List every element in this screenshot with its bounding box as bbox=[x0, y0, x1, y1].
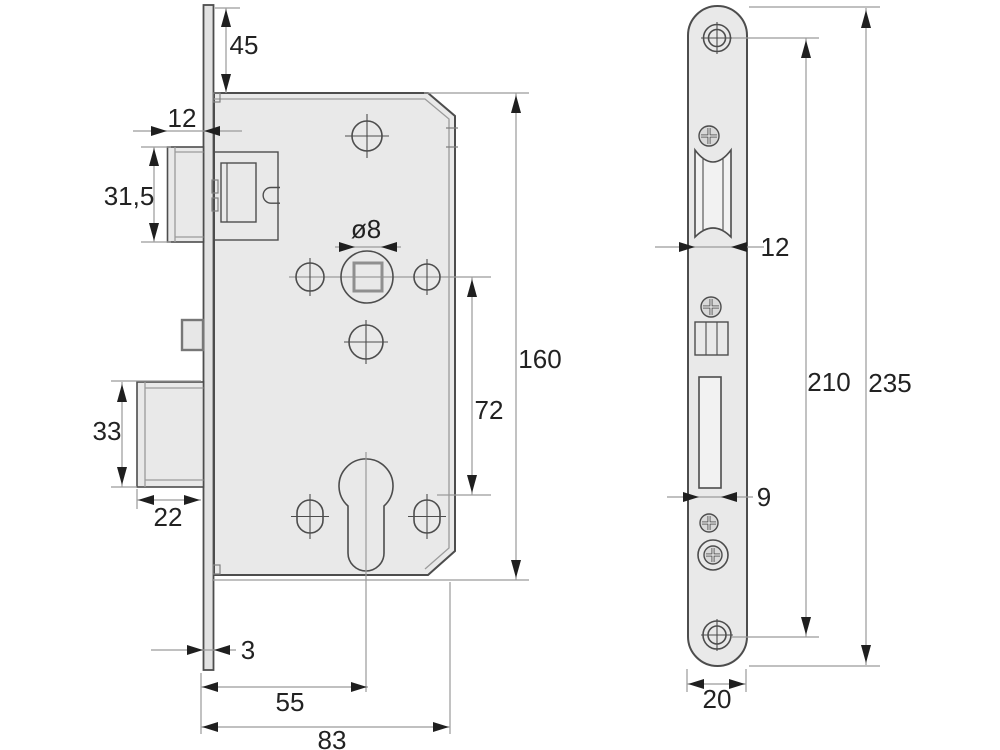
faceplate-edge bbox=[202, 4, 215, 671]
dim-follower-hole: ø8 bbox=[335, 214, 401, 252]
dim-case-depth-label: 83 bbox=[318, 725, 347, 750]
left-slot-crosshair bbox=[291, 494, 329, 539]
faceplate-bottom-screw-icon bbox=[701, 619, 733, 651]
dim-latch-height: 31,5 bbox=[104, 146, 171, 243]
latch-housing bbox=[213, 151, 279, 241]
dim-deadbolt-cutout-width-label: 9 bbox=[757, 482, 771, 512]
faceplate-tab-lower bbox=[211, 197, 219, 212]
dim-case-height: 160 bbox=[212, 92, 562, 581]
dim-deadbolt-throw: 22 bbox=[136, 489, 201, 532]
dim-faceplate-thickness: 3 bbox=[151, 635, 255, 665]
dim-latch-protrusion: 12 bbox=[133, 103, 242, 136]
dim-case-height-label: 160 bbox=[518, 344, 561, 374]
dim-faceplate-length: 235 bbox=[749, 6, 912, 667]
phillips-screw-2-icon bbox=[700, 296, 722, 318]
dim-centre-distance-label: 72 bbox=[475, 395, 504, 425]
dim-faceplate-width-label: 20 bbox=[703, 684, 732, 714]
lock-case-side-view bbox=[136, 4, 491, 692]
middle-hole-crosshair bbox=[344, 320, 388, 364]
phillips-screw-3-icon bbox=[699, 513, 719, 533]
deadbolt-bevels bbox=[144, 382, 204, 487]
adjustment-window bbox=[694, 321, 729, 356]
dim-deadbolt-throw-label: 22 bbox=[154, 502, 183, 532]
case-inner-edge bbox=[214, 98, 450, 570]
dim-deadbolt-height-label: 33 bbox=[93, 416, 122, 446]
dim-latch-height-label: 31,5 bbox=[104, 181, 155, 211]
dim-backset-label: 55 bbox=[276, 687, 305, 717]
latch-follower-box bbox=[220, 162, 257, 223]
top-screw-hole-crosshair bbox=[345, 114, 389, 158]
dim-deadbolt-height: 33 bbox=[93, 380, 201, 488]
edge-tick-marks bbox=[446, 127, 458, 148]
case-top-notch bbox=[212, 92, 221, 103]
dim-faceplate-thickness-label: 3 bbox=[241, 635, 255, 665]
latch-cutout-bevels bbox=[702, 159, 724, 230]
dim-follower-hole-label: ø8 bbox=[351, 214, 381, 244]
dim-top-offset-label: 45 bbox=[230, 30, 259, 60]
dim-screw-spacing: 210 bbox=[732, 37, 851, 638]
faceplate-front-view bbox=[687, 5, 748, 667]
dim-latch-cutout-width-label: 12 bbox=[761, 232, 790, 262]
right-slot-crosshair bbox=[408, 494, 446, 539]
dim-case-depth: 83 bbox=[201, 582, 451, 750]
deadbolt-cutout bbox=[698, 376, 722, 489]
dim-latch-protrusion-label: 12 bbox=[168, 103, 197, 133]
latch-cutout bbox=[694, 147, 732, 239]
latch-bolt-head bbox=[166, 146, 205, 243]
dim-screw-spacing-label: 210 bbox=[807, 367, 850, 397]
latch-spring-tab bbox=[262, 186, 280, 204]
dim-latch-cutout-width: 12 bbox=[655, 232, 789, 262]
square-spindle-icon bbox=[352, 261, 384, 293]
auxiliary-pin bbox=[180, 318, 205, 352]
faceplate-top-screw-crosshair bbox=[701, 22, 733, 54]
ring-screw-icon bbox=[697, 539, 729, 571]
dim-deadbolt-cutout-width: 9 bbox=[667, 482, 771, 512]
faceplate-tab-upper bbox=[211, 179, 219, 194]
phillips-screw-1-icon bbox=[698, 125, 720, 147]
left-view-dimensions: 45 12 31,5 ø8 72 bbox=[93, 7, 562, 750]
case-bottom-notch bbox=[212, 564, 221, 575]
follower-hole-icon bbox=[340, 250, 394, 304]
dim-backset: 55 bbox=[200, 673, 368, 734]
dim-faceplate-length-label: 235 bbox=[868, 368, 911, 398]
dim-top-offset: 45 bbox=[215, 7, 259, 93]
dim-faceplate-width: 20 bbox=[686, 669, 747, 714]
dim-centre-distance: 72 bbox=[437, 277, 504, 496]
deadbolt bbox=[136, 381, 205, 488]
latch-bolt-bevels bbox=[174, 147, 204, 242]
right-view-dimensions: 12 9 20 210 235 bbox=[655, 6, 912, 714]
